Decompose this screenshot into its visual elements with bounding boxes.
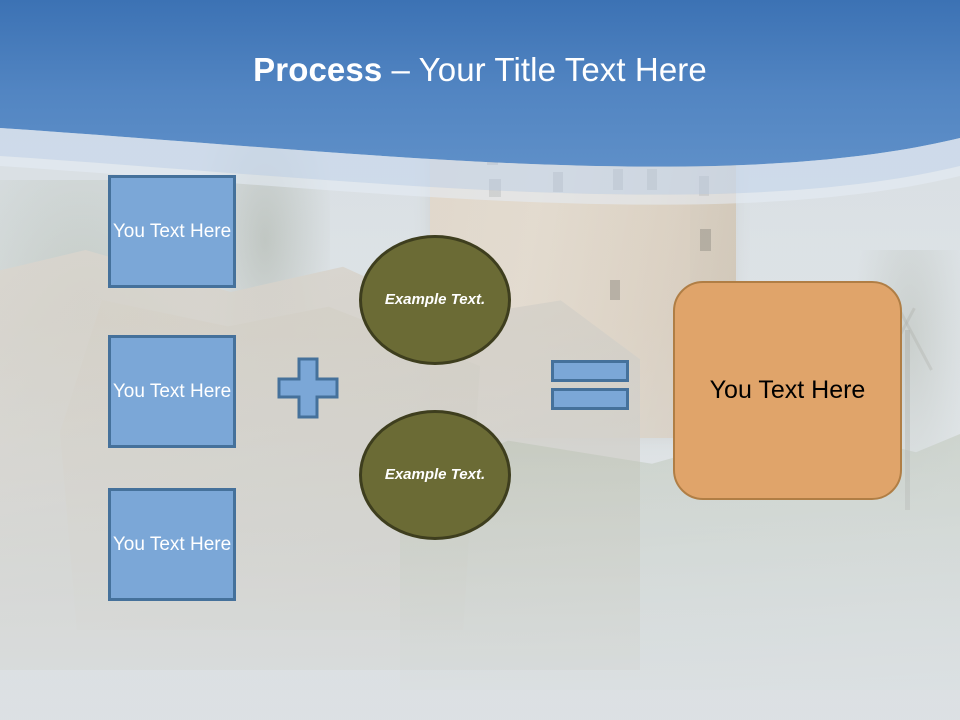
input-box-3[interactable]: You Text Here [108, 488, 236, 601]
circle-1[interactable]: Example Text. [359, 235, 511, 365]
circle-1-label: Example Text. [384, 291, 486, 308]
input-box-1[interactable]: You Text Here [108, 175, 236, 288]
circle-2-label: Example Text. [384, 466, 486, 483]
input-box-2-label: You Text Here [112, 381, 232, 402]
equals-icon-top-bar [551, 360, 629, 382]
page-title-bold: Process [253, 51, 383, 88]
page-title: Process – Your Title Text Here [0, 50, 960, 90]
input-box-2[interactable]: You Text Here [108, 335, 236, 448]
input-box-3-label: You Text Here [112, 534, 232, 555]
result-box[interactable]: You Text Here [673, 281, 902, 500]
input-box-1-label: You Text Here [112, 221, 232, 242]
circle-2[interactable]: Example Text. [359, 410, 511, 540]
equals-icon-bottom-bar [551, 388, 629, 410]
result-box-label: You Text Here [709, 376, 866, 404]
plus-icon [277, 357, 339, 419]
page-title-rest: – Your Title Text Here [382, 51, 707, 88]
